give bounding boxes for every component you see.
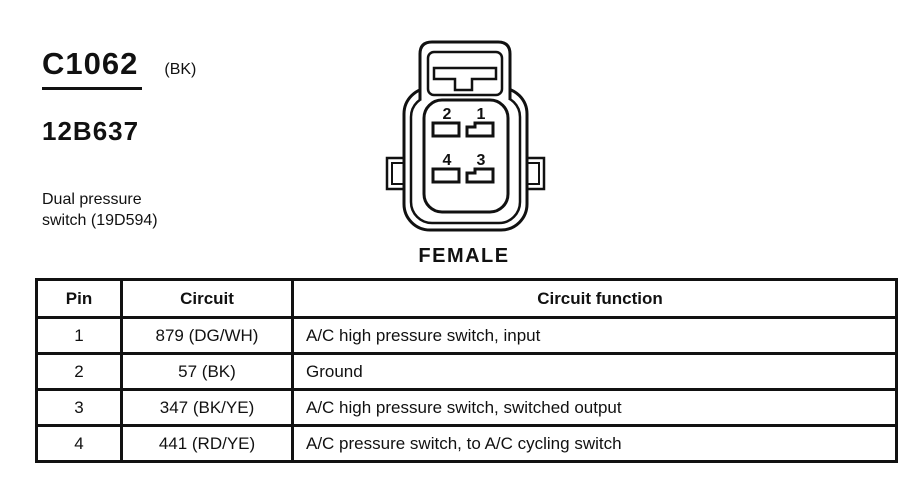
connector-id-line: C1062 (BK) (42, 46, 196, 90)
table-header-row: Pin Circuit Circuit function (35, 278, 898, 319)
pin-label-4: 4 (443, 152, 452, 169)
pin-cell: 4 (35, 424, 123, 463)
pin-cell: 3 (35, 388, 123, 427)
circuit-function-cell: A/C high pressure switch, switched outpu… (291, 388, 898, 427)
pin-slot-2 (431, 121, 461, 138)
pin-cavity (422, 98, 510, 214)
circuit-cell: 347 (BK/YE) (120, 388, 294, 427)
table-row: 4 441 (RD/YE) A/C pressure switch, to A/… (35, 424, 898, 463)
pin-slot-1 (465, 121, 495, 138)
circuit-function-cell: A/C pressure switch, to A/C cycling swit… (291, 424, 898, 463)
table-row: 2 57 (BK) Ground (35, 352, 898, 391)
latch-key (432, 66, 498, 92)
pinout-table: Pin Circuit Circuit function 1 879 (DG/W… (35, 278, 898, 463)
table-row: 1 879 (DG/WH) A/C high pressure switch, … (35, 316, 898, 355)
connector-header: C1062 (BK) 12B637 Dual pressure switch (… (42, 46, 196, 231)
connector-id: C1062 (42, 46, 143, 90)
circuit-cell: 441 (RD/YE) (120, 424, 294, 463)
connector-color-code: (BK) (164, 61, 197, 78)
connector-description-line1: Dual pressure (42, 191, 142, 208)
pin-slot-3 (465, 167, 495, 184)
pin-cell: 2 (35, 352, 123, 391)
connector-description-line2: switch (19D594) (42, 212, 158, 229)
connector-diagram: 2 1 4 3 FEMALE (385, 40, 546, 267)
circuit-function-cell: Ground (291, 352, 898, 391)
pin-slot-4 (431, 167, 461, 184)
pin-label-1: 1 (477, 106, 486, 123)
column-header-pin: Pin (35, 278, 123, 319)
connector-gender-label: FEMALE (418, 245, 509, 267)
table-row: 3 347 (BK/YE) A/C high pressure switch, … (35, 388, 898, 427)
part-number: 12B637 (42, 116, 140, 146)
pin-label-2: 2 (443, 106, 452, 123)
pin-label-3: 3 (477, 152, 486, 169)
pin-cell: 1 (35, 316, 123, 355)
circuit-cell: 879 (DG/WH) (120, 316, 294, 355)
connector-description: Dual pressure switch (19D594) (42, 189, 196, 231)
column-header-circuit-function: Circuit function (291, 278, 898, 319)
column-header-circuit: Circuit (120, 278, 294, 319)
circuit-function-cell: A/C high pressure switch, input (291, 316, 898, 355)
circuit-cell: 57 (BK) (120, 352, 294, 391)
